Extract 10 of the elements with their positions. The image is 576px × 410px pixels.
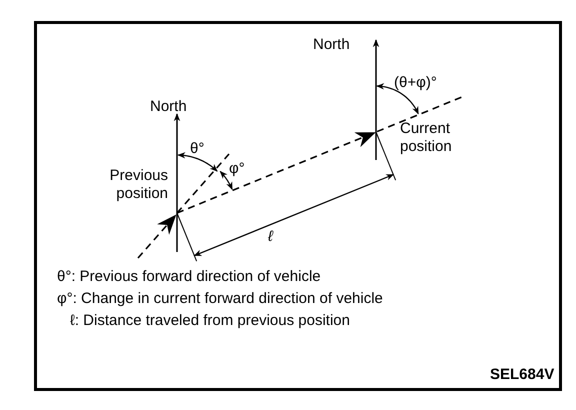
- legend-note: θ°: Previous forward direction of vehicle: [57, 268, 321, 286]
- legend-note: ℓ: Distance traveled from previous position: [70, 312, 350, 330]
- legend-note: φ°: Change in current forward direction of vehicle: [57, 290, 383, 308]
- position-label: Previous position: [108, 167, 168, 203]
- figure-code: SEL684V: [490, 366, 554, 384]
- direction-label: North: [150, 98, 187, 116]
- distance-label: ℓ: [268, 228, 273, 246]
- direction-label: North: [313, 36, 350, 54]
- position-label: Current position: [400, 120, 453, 156]
- angle-label: (θ+φ)°: [394, 74, 437, 92]
